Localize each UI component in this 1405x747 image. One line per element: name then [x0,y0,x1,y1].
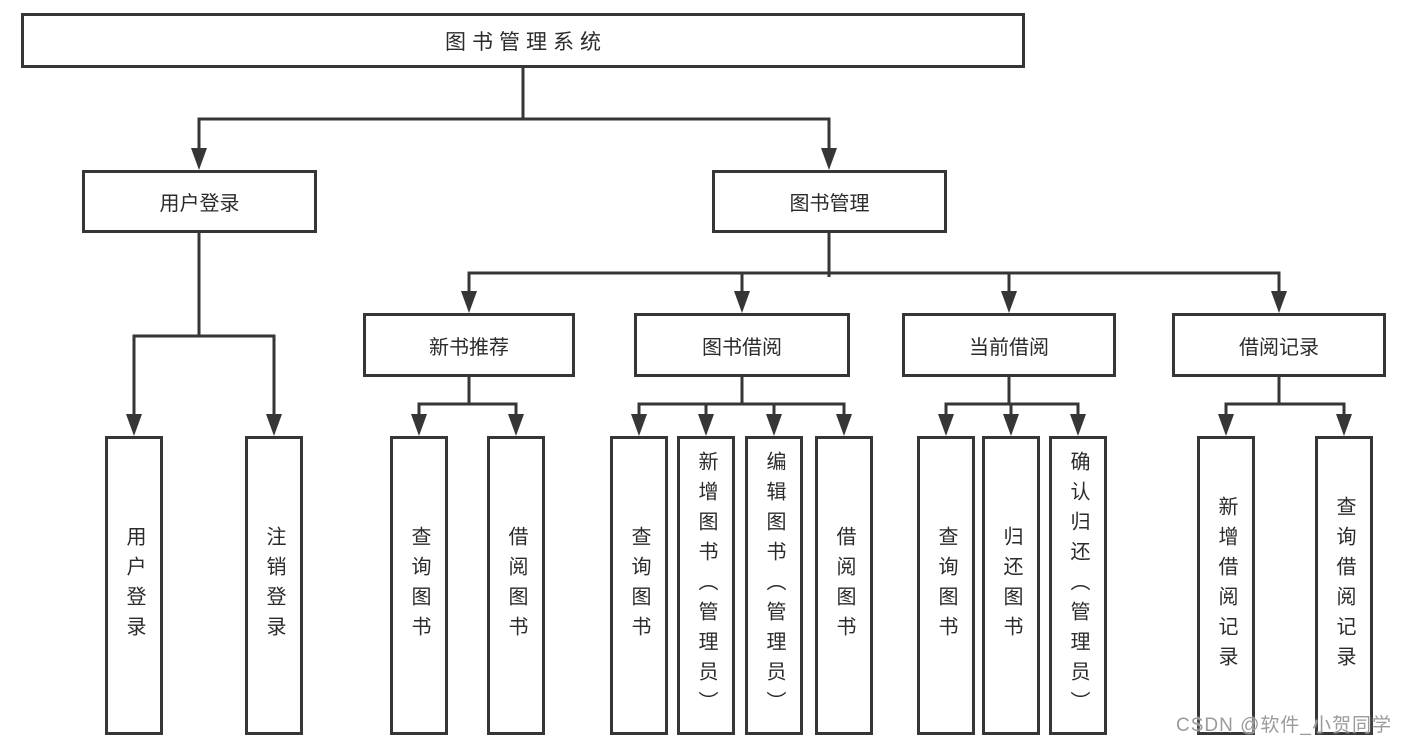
node-leaf-borrow-books-recommend: 借阅图书 [487,436,545,735]
node-book-management-branch: 图书管理 [712,170,947,233]
node-leaf-confirm-return-admin: 确认归还（管理员） [1049,436,1107,735]
node-label: 借阅图书 [833,525,855,646]
node-leaf-return-books: 归还图书 [982,436,1040,735]
node-label: 新增图书（管理员） [695,450,717,721]
csdn-watermark: CSDN @软件_小贺同学 [1176,715,1392,736]
node-label: 用户登录 [159,193,240,215]
node-label: 新书推荐 [429,336,509,359]
node-leaf-add-book-admin: 新增图书（管理员） [677,436,735,735]
node-leaf-edit-book-admin: 编辑图书（管理员） [745,436,803,735]
node-book-borrow: 图书借阅 [634,313,850,377]
node-label: 图书管理系统 [445,30,607,54]
node-leaf-borrow-books: 借阅图书 [815,436,873,735]
node-leaf-query-books-borrow: 查询图书 [610,436,668,735]
node-label: 编辑图书（管理员） [763,450,785,721]
node-label: 借阅图书 [505,525,527,646]
node-label: 查询借阅记录 [1333,495,1355,676]
node-label: 查询图书 [408,525,430,646]
node-leaf-add-borrow-record: 新增借阅记录 [1197,436,1255,735]
node-label: 确认归还（管理员） [1067,450,1089,721]
node-label: 图书管理 [789,193,870,215]
node-label: 查询图书 [935,525,957,646]
node-label: 注销登录 [263,525,285,646]
node-leaf-query-books-recommend: 查询图书 [390,436,448,735]
node-leaf-logout: 注销登录 [245,436,303,735]
node-label: 用户登录 [123,525,145,646]
node-label: 当前借阅 [969,336,1049,359]
node-label: 新增借阅记录 [1215,495,1237,676]
node-leaf-query-borrow-record: 查询借阅记录 [1315,436,1373,735]
node-leaf-user-login: 用户登录 [105,436,163,735]
node-label: 借阅记录 [1239,336,1319,359]
node-label: 图书借阅 [702,336,782,359]
node-label: 归还图书 [1000,525,1022,646]
node-borrow-records: 借阅记录 [1172,313,1386,377]
node-label: 查询图书 [628,525,650,646]
node-current-borrow: 当前借阅 [902,313,1116,377]
node-library-management-system: 图书管理系统 [21,13,1025,68]
node-user-login-branch: 用户登录 [82,170,317,233]
node-new-book-recommend: 新书推荐 [363,313,575,377]
node-leaf-query-books-current: 查询图书 [917,436,975,735]
